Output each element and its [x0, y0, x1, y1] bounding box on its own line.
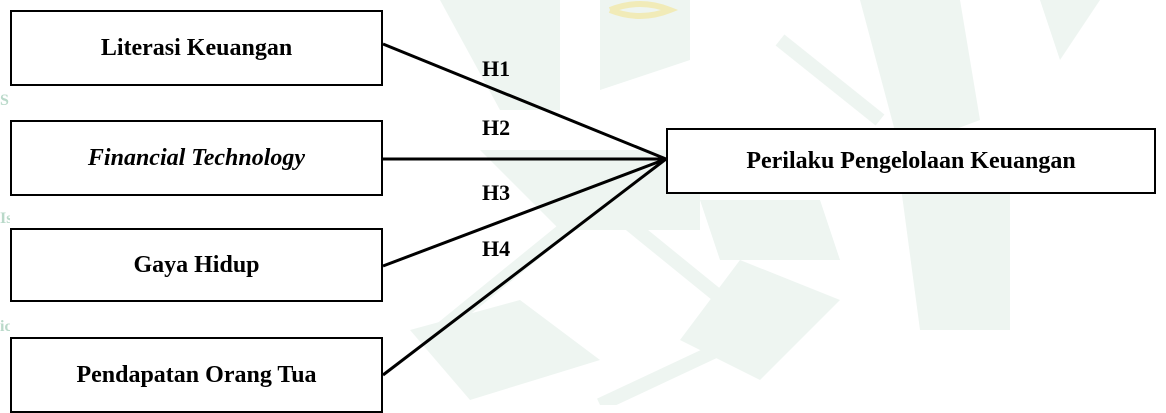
- side-watermark-text-1: S: [0, 92, 9, 109]
- variable-label-financial-technology: Financial Technology: [87, 144, 306, 171]
- variable-box-financial-technology: Financial Technology: [10, 120, 383, 196]
- hypothesis-label-h1: H1: [482, 56, 511, 81]
- connector-h4: [382, 157, 667, 377]
- side-watermark-text-3: ic: [0, 318, 10, 335]
- variable-box-literasi-keuangan: Literasi Keuangan: [10, 10, 383, 86]
- variable-box-gaya-hidup: Gaya Hidup: [10, 228, 383, 302]
- hypothesis-label-h2: H2: [482, 115, 511, 140]
- connector-h3: [382, 157, 667, 268]
- variable-label-gaya-hidup: Gaya Hidup: [133, 251, 260, 278]
- side-watermark-text-2: Is: [0, 210, 10, 227]
- variable-box-pendapatan-orang-tua: Pendapatan Orang Tua: [10, 337, 383, 413]
- variable-label-perilaku-pengelolaan-keuangan: Perilaku Pengelolaan Keuangan: [746, 147, 1076, 174]
- variable-label-pendapatan-orang-tua: Pendapatan Orang Tua: [76, 361, 317, 388]
- variable-label-literasi-keuangan: Literasi Keuangan: [100, 34, 293, 61]
- connector-h1: [382, 42, 667, 161]
- hypothesis-label-h3: H3: [482, 180, 511, 205]
- hypothesis-label-h4: H4: [482, 236, 511, 261]
- variable-box-perilaku-pengelolaan-keuangan: Perilaku Pengelolaan Keuangan: [666, 128, 1156, 194]
